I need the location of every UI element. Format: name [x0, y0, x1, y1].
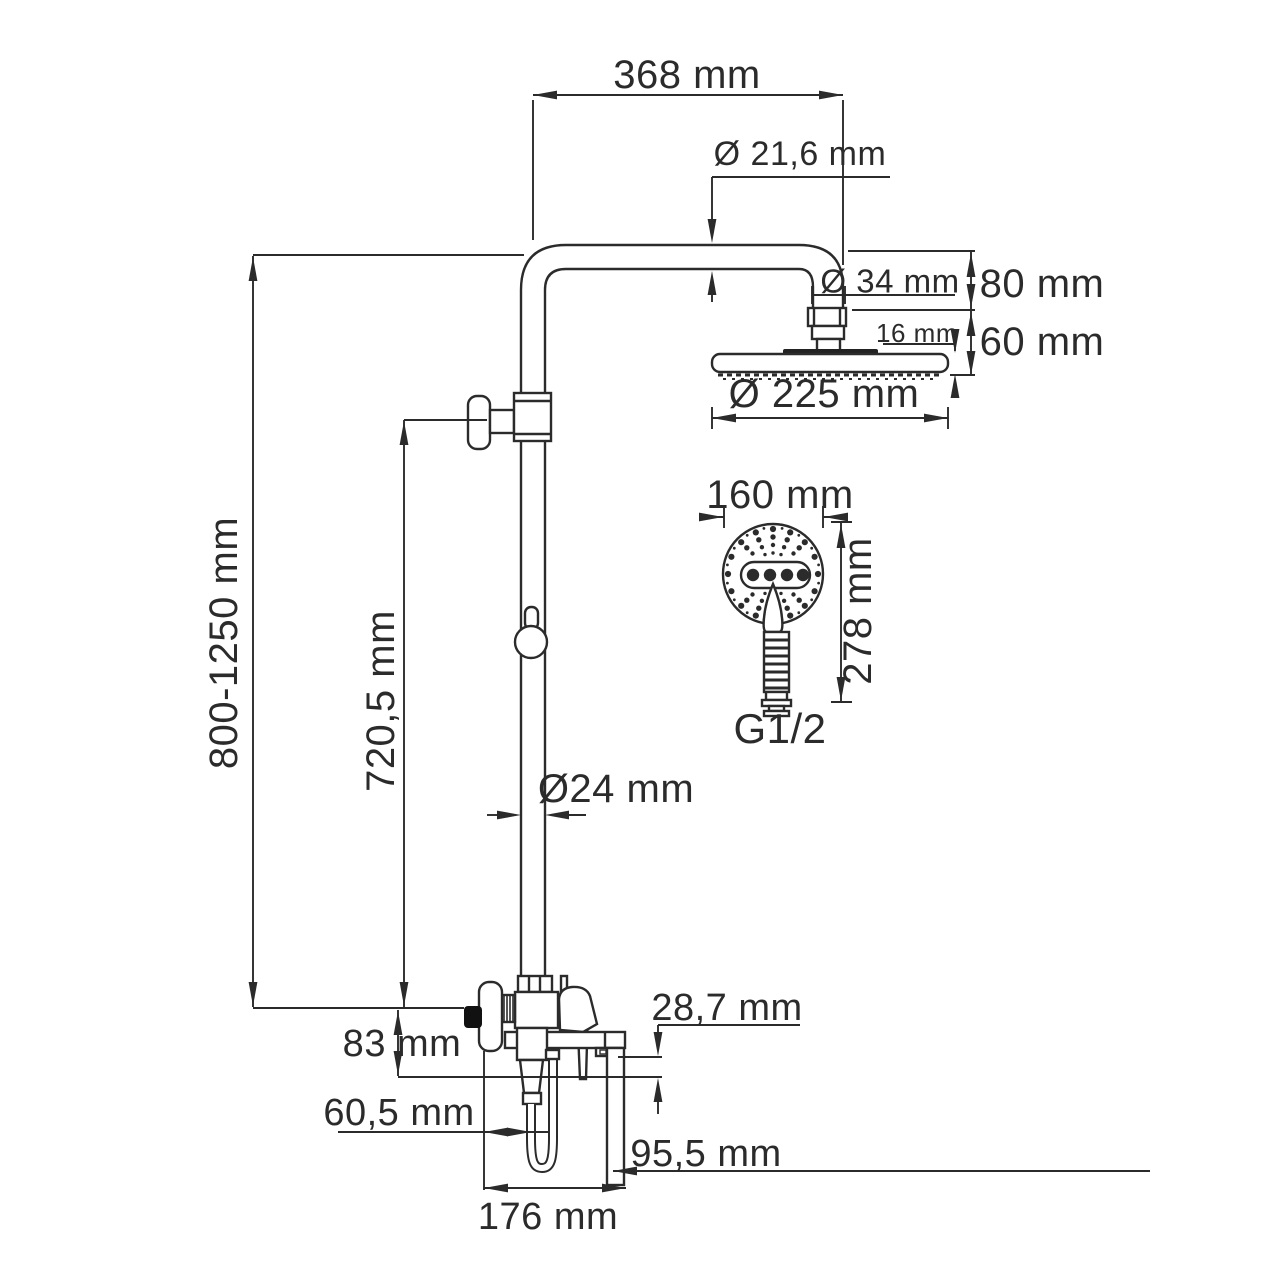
dim-label-head-connector: Ø 34 mm	[820, 262, 960, 300]
mixer-wall-plate	[477, 980, 504, 1053]
dim-label-head-total-height: 60 mm	[979, 320, 1105, 364]
mixer-assembly	[464, 974, 627, 1187]
hand-shower-thread-end	[762, 709, 791, 718]
upper-wall-bracket	[466, 391, 553, 451]
dim-label-head-drop-height: 80 mm	[979, 262, 1105, 306]
dim-label-bracket-height: 720,5 mm	[359, 610, 403, 792]
dimension-arrowheads	[248, 90, 976, 1193]
dim-label-head-diameter: Ø 225 mm	[728, 372, 920, 416]
slider-holder-knob	[513, 605, 549, 660]
dim-label-hose-axis-offset: 60,5 mm	[323, 1092, 475, 1134]
mixer-support-column	[605, 1046, 626, 1187]
dim-label-spout-projection: 95,5 mm	[630, 1133, 782, 1175]
dim-label-handshower-length: 278 mm	[836, 537, 880, 685]
dim-label-column-pipe-diameter: Ø24 mm	[537, 767, 695, 811]
dim-label-top-pipe-diameter: Ø 21,6 mm	[713, 135, 887, 173]
dim-label-mixer-total-width: 176 mm	[477, 1196, 619, 1238]
shower-column-pipe	[519, 243, 845, 978]
dim-label-head-edge-thickness: 16 mm	[876, 318, 958, 348]
dim-label-handshower-thread: G1/2	[733, 705, 827, 752]
dim-label-handshower-diameter: 160 mm	[706, 473, 854, 517]
dim-label-mixer-body-height: 83 mm	[342, 1023, 462, 1065]
rain-shower-head	[710, 306, 950, 380]
mixer-valve-body	[513, 990, 560, 1030]
mixer-handle	[557, 985, 599, 1034]
hand-shower-detail	[721, 522, 825, 718]
dim-label-column-height-range: 800-1250 mm	[202, 516, 246, 770]
dim-label-top-arm-width: 368 mm	[613, 53, 761, 97]
mixer-outlet	[515, 1026, 549, 1062]
dim-label-mixer-step-offset: 28,7 mm	[651, 987, 803, 1029]
mixer-knob	[464, 1006, 482, 1028]
hand-shower-handle	[762, 630, 791, 694]
